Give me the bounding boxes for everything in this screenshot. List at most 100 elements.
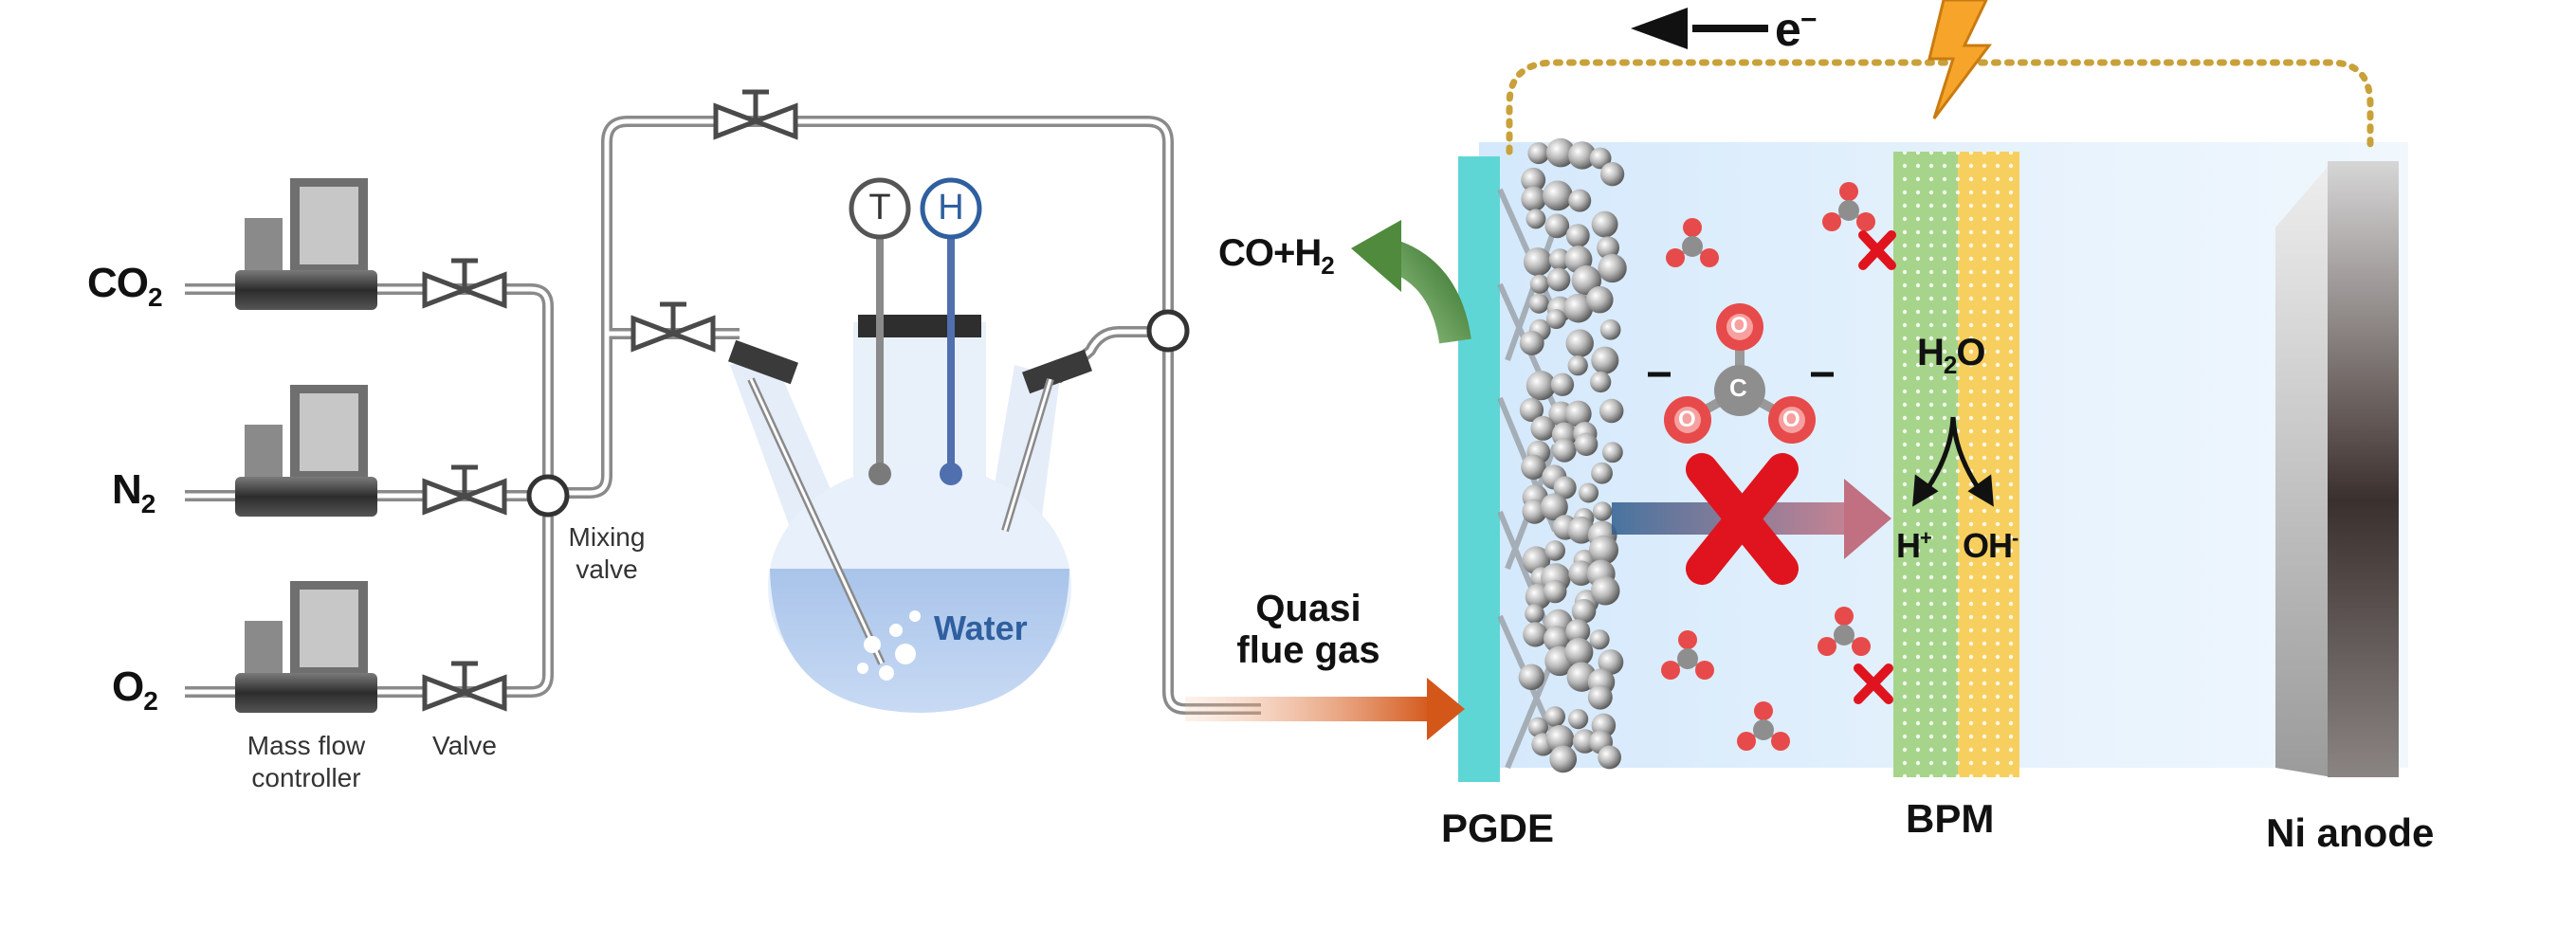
catalyst-particle bbox=[1568, 560, 1595, 587]
valve-co2 bbox=[422, 258, 507, 309]
label-quasi-flue-gas: Quasi flue gas bbox=[1236, 588, 1380, 671]
mass-flow-controller-n2 bbox=[235, 385, 377, 517]
catalyst-particle bbox=[1526, 371, 1556, 401]
outlet-junction bbox=[1146, 309, 1190, 353]
catalyst-particle bbox=[1527, 142, 1550, 165]
flue-gas-arrow bbox=[1185, 678, 1465, 740]
label-co2: CO2 bbox=[87, 260, 163, 312]
catalyst-particle bbox=[1599, 162, 1625, 187]
product-arrow bbox=[1351, 220, 1471, 344]
catalyst-particle bbox=[1564, 400, 1592, 427]
catalyst-particle bbox=[1544, 213, 1570, 239]
catalyst-particle bbox=[1543, 579, 1567, 604]
catalyst-particle bbox=[1544, 626, 1570, 653]
catalyst-particle bbox=[1527, 717, 1548, 737]
catalyst-particles bbox=[1518, 137, 1627, 773]
catalyst-particle bbox=[1589, 629, 1610, 650]
valve-humidifier bbox=[630, 301, 716, 353]
label-carbonate-o2: O bbox=[1678, 407, 1696, 432]
catalyst-particle bbox=[1553, 476, 1577, 500]
catalyst-particle bbox=[1530, 415, 1556, 441]
label-mixing-valve: Mixing valve bbox=[568, 522, 646, 584]
catalyst-particle bbox=[1528, 293, 1549, 314]
pgde-layer bbox=[1458, 156, 1500, 782]
mixing-valve bbox=[526, 474, 570, 518]
catalyst-particle bbox=[1563, 293, 1594, 323]
label-water-split: H2O bbox=[1917, 332, 1985, 379]
catalyst-particle bbox=[1544, 706, 1566, 727]
label-carbonate-o1: O bbox=[1730, 313, 1748, 338]
catalyst-particle bbox=[1526, 209, 1546, 229]
label-carbonate-c: C bbox=[1729, 373, 1747, 402]
label-carbonate-o3: O bbox=[1782, 407, 1800, 432]
label-temperature-probe: T bbox=[868, 188, 891, 227]
carbonate-ion-small bbox=[1737, 701, 1790, 751]
carbonate-ions bbox=[1661, 182, 1875, 751]
catalyst-particle bbox=[1540, 493, 1568, 521]
label-valve: Valve bbox=[432, 731, 497, 760]
label-product-co-h2: CO+H2 bbox=[1218, 232, 1335, 280]
electron-arrow-icon bbox=[1631, 8, 1768, 49]
catalyst-particle bbox=[1549, 745, 1578, 773]
blocked-cross-icon bbox=[1686, 453, 1799, 585]
valve-bypass bbox=[713, 89, 798, 140]
catalyst-particle bbox=[1545, 137, 1576, 168]
water-dissociation-arrows bbox=[1912, 416, 1994, 507]
humidifier-flask bbox=[728, 237, 1092, 713]
catalyst-particle bbox=[1592, 501, 1613, 521]
catalyst-particle bbox=[1521, 186, 1546, 212]
catalyst-particle bbox=[1587, 684, 1613, 710]
temperature-probe-head bbox=[849, 177, 911, 240]
catalyst-particle bbox=[1525, 604, 1544, 624]
catalyst-particle bbox=[1598, 745, 1621, 770]
carbonate-ion-small bbox=[1818, 607, 1871, 656]
label-ni-anode: Ni anode bbox=[2266, 810, 2435, 855]
catalyst-particle bbox=[1591, 462, 1613, 484]
small-cross-bottom bbox=[1854, 663, 1893, 704]
catalyst-particle bbox=[1552, 438, 1577, 463]
catalyst-particle bbox=[1519, 397, 1544, 423]
catalyst-particle bbox=[1599, 398, 1624, 424]
catalyst-particle bbox=[1545, 309, 1566, 330]
catalyst-particle bbox=[1518, 663, 1544, 691]
catalyst-particle bbox=[1529, 274, 1550, 294]
catalyst-particle bbox=[1601, 442, 1623, 464]
catalyst-particle bbox=[1519, 330, 1544, 355]
catalyst-particle bbox=[1588, 535, 1619, 565]
catalyst-particle bbox=[1565, 224, 1590, 248]
label-electron: e− bbox=[1775, 3, 1817, 56]
catalyst-particle bbox=[1599, 318, 1621, 340]
catalyst-particle bbox=[1567, 708, 1589, 730]
catalyst-particle bbox=[1568, 141, 1597, 170]
catalyst-particle bbox=[1589, 147, 1612, 170]
catalyst-particle bbox=[1568, 189, 1592, 212]
catalyst-particle bbox=[1544, 540, 1566, 561]
catalyst-particle bbox=[1590, 371, 1612, 393]
label-o2: O2 bbox=[112, 663, 158, 716]
label-n2: N2 bbox=[112, 466, 155, 518]
catalyst-particle bbox=[1545, 724, 1575, 754]
label-hydroxide: OH- bbox=[1963, 526, 2019, 565]
carbonate-ion-large bbox=[1648, 303, 1834, 444]
catalyst-particle bbox=[1548, 248, 1571, 271]
catalyst-particle bbox=[1543, 180, 1573, 211]
catalyst-particle bbox=[1590, 575, 1620, 606]
label-pgde: PGDE bbox=[1441, 806, 1555, 850]
catalyst-particle bbox=[1598, 253, 1627, 283]
catalyst-particle bbox=[1550, 373, 1575, 396]
catalyst-particle bbox=[1521, 454, 1546, 480]
valve-o2 bbox=[422, 661, 507, 712]
catalyst-particle bbox=[1546, 267, 1571, 292]
catalyst-particle bbox=[1571, 598, 1597, 624]
label-mass-flow-controller: Mass flow controller bbox=[247, 731, 366, 792]
catalyst-particle bbox=[1522, 499, 1547, 524]
catalyst-particle bbox=[1574, 432, 1599, 456]
catalyst-particle bbox=[1591, 210, 1618, 238]
catalyst-particle bbox=[1523, 622, 1548, 647]
label-humidity-probe: H bbox=[938, 188, 964, 227]
mass-flow-controller-co2 bbox=[235, 178, 377, 310]
catalyst-particle bbox=[1564, 637, 1594, 667]
catalyst-particle bbox=[1586, 285, 1614, 314]
small-cross-top bbox=[1858, 230, 1896, 270]
